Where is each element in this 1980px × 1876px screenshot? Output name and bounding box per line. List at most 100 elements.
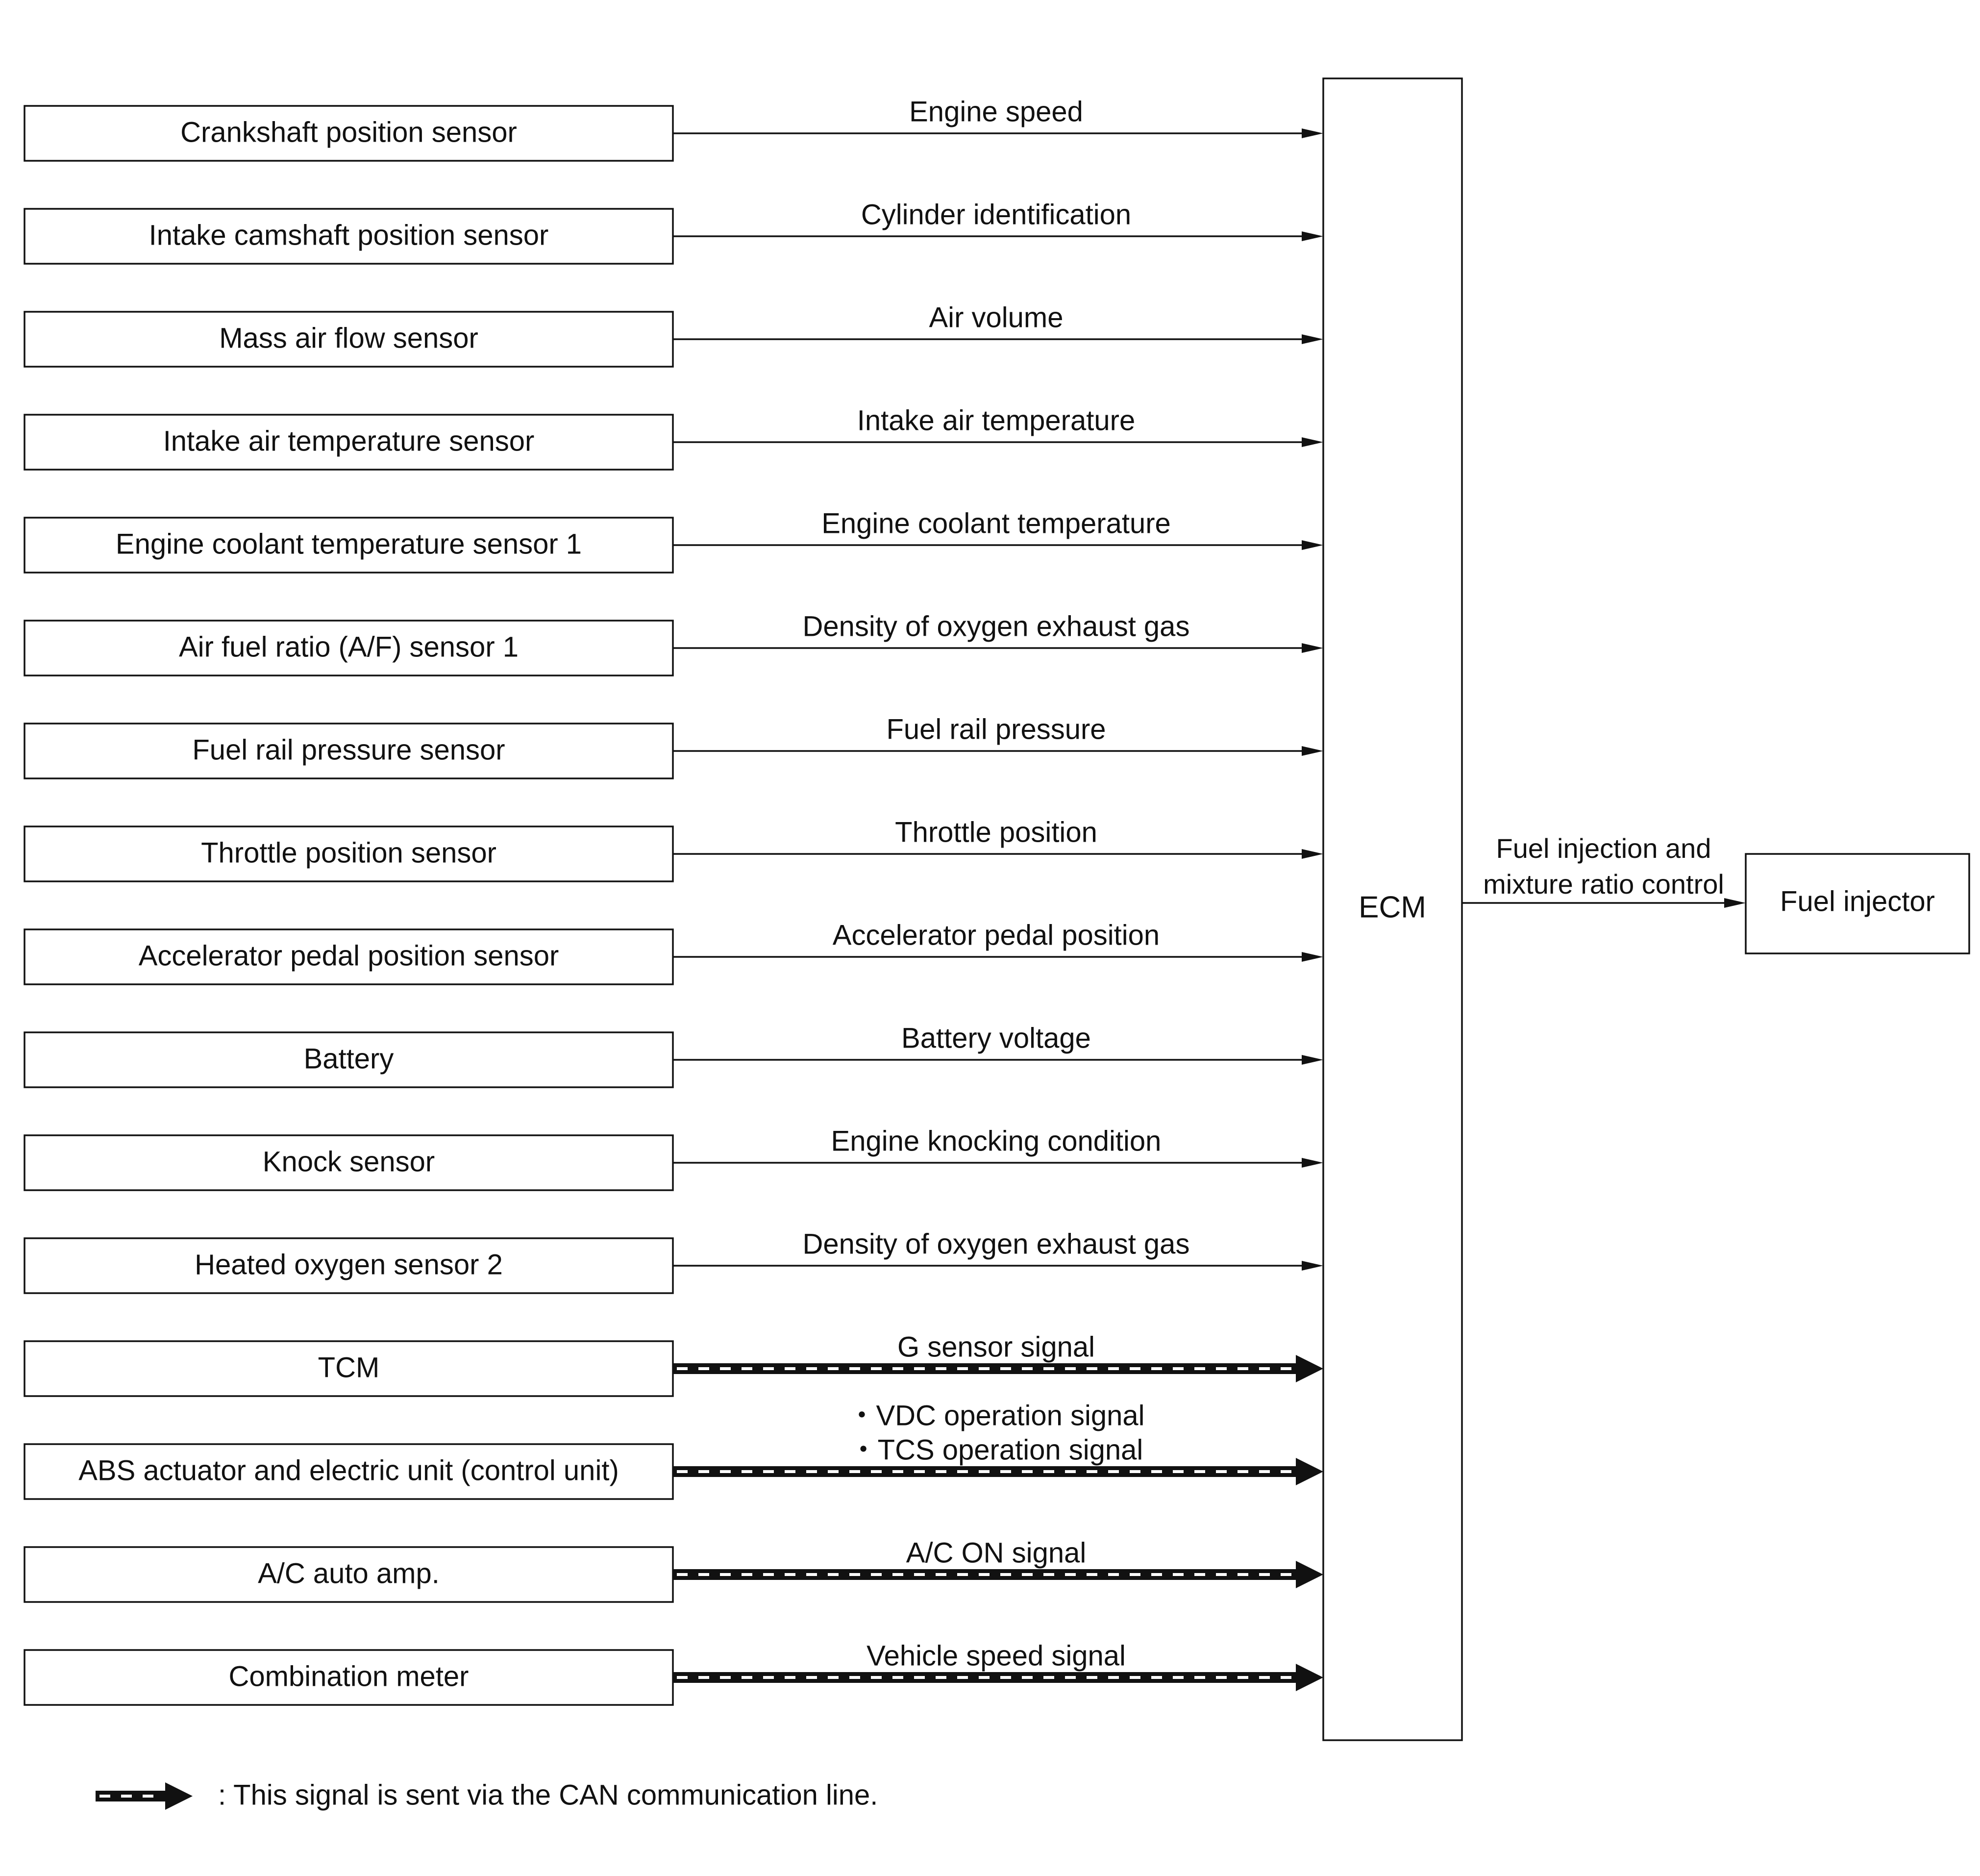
output-signal-label-line1: Fuel injection and [1496, 833, 1711, 864]
signal-arrow-head [1302, 231, 1323, 241]
input-row: Intake air temperature sensor Intake air … [24, 404, 1323, 471]
fuel-injector-output: Fuel injection and mixture ratio control… [1462, 833, 1970, 954]
output-signal-label-line2: mixture ratio control [1483, 869, 1724, 900]
input-row: Combination meter Vehicle speed signal [24, 1640, 1323, 1706]
sensor-label: Intake camshaft position sensor [149, 219, 549, 251]
sensor-box [24, 1443, 674, 1500]
signal-arrow-head [1302, 1261, 1323, 1271]
can-line-legend-arrow [96, 1782, 193, 1810]
sensor-label: Crankshaft position sensor [180, 116, 517, 148]
sensor-box [24, 928, 674, 985]
can-arrow-head [165, 1782, 193, 1810]
input-row: A/C auto amp. A/C ON signal [24, 1537, 1323, 1603]
input-row: Battery Battery voltage [24, 1022, 1323, 1088]
signal-label: ・VDC operation signal [847, 1400, 1144, 1431]
ecm-block: ECM [1322, 77, 1463, 1741]
signal-label: Accelerator pedal position [833, 919, 1160, 951]
sensor-box [24, 1546, 674, 1603]
signal-label: Vehicle speed signal [866, 1640, 1126, 1672]
sensor-label: A/C auto amp. [258, 1557, 440, 1589]
sensor-label: Knock sensor [263, 1146, 435, 1177]
sensor-label: Heated oxygen sensor 2 [195, 1249, 503, 1280]
sensor-box [24, 208, 674, 265]
sensor-box [24, 1031, 674, 1088]
input-row: Throttle position sensor Throttle positio… [24, 816, 1323, 882]
sensor-label: Battery [304, 1043, 394, 1075]
sensor-box [24, 517, 674, 574]
sensor-box [24, 1134, 674, 1191]
sensor-box [24, 1649, 674, 1706]
signal-arrow-head [1302, 746, 1323, 756]
signal-arrow-head [1302, 1158, 1323, 1168]
input-signals: Crankshaft position sensor Engine speedIn… [24, 96, 1323, 1706]
signal-label: Throttle position [895, 816, 1097, 848]
input-row: Accelerator pedal position sensor Acceler… [24, 919, 1323, 985]
sensor-box [24, 1340, 674, 1397]
legend: : This signal is sent via the CAN commun… [96, 1779, 878, 1811]
signal-label: Density of oxygen exhaust gas [803, 1228, 1190, 1260]
signal-label: Battery voltage [901, 1022, 1091, 1054]
sensor-label: Air fuel ratio (A/F) sensor 1 [179, 631, 519, 663]
legend-label: : This signal is sent via the CAN commun… [218, 1779, 878, 1811]
input-row: Engine coolant temperature sensor 1 Engin… [24, 507, 1323, 574]
input-row: TCM G sensor signal [24, 1331, 1323, 1397]
sensor-label: Combination meter [229, 1660, 469, 1692]
signal-arrow-head [1302, 1055, 1323, 1065]
input-row: Knock sensor Engine knocking condition [24, 1125, 1323, 1191]
sensor-box [24, 620, 674, 676]
sensor-label: Mass air flow sensor [219, 322, 478, 354]
input-row: Crankshaft position sensor Engine speed [24, 96, 1323, 162]
can-arrow-head [1296, 1355, 1323, 1382]
signal-arrow-head [1302, 643, 1323, 653]
input-row: ABS actuator and electric unit (control … [24, 1400, 1323, 1500]
sensor-box [24, 311, 674, 368]
signal-label: ・TCS operation signal [849, 1434, 1143, 1466]
can-signal-arrow [673, 1561, 1323, 1588]
sensor-label: Throttle position sensor [201, 837, 496, 869]
signal-label: Engine speed [909, 96, 1083, 127]
legend-can-arrow [96, 1782, 193, 1810]
signal-label: Engine knocking condition [831, 1125, 1162, 1157]
sensor-label: Fuel rail pressure sensor [192, 734, 505, 766]
sensor-label: Engine coolant temperature sensor 1 [116, 528, 582, 560]
signal-label: G sensor signal [897, 1331, 1095, 1363]
can-arrow-head [1296, 1664, 1323, 1691]
input-row: Heated oxygen sensor 2 Density of oxygen … [24, 1228, 1323, 1294]
ecm-label: ECM [1359, 890, 1426, 924]
signal-label: Air volume [929, 301, 1064, 333]
can-arrow-head [1296, 1561, 1323, 1588]
signal-arrow-head [1302, 952, 1323, 962]
sensor-box [24, 723, 674, 779]
sensor-box [24, 105, 674, 162]
sensor-box [24, 1237, 674, 1294]
signal-label: Density of oxygen exhaust gas [803, 610, 1190, 642]
signal-label: Cylinder identification [861, 199, 1131, 230]
signal-arrow-head [1302, 849, 1323, 859]
input-row: Mass air flow sensor Air volume [24, 301, 1323, 368]
can-signal-arrow [673, 1355, 1323, 1382]
input-row: Air fuel ratio (A/F) sensor 1 Density of … [24, 610, 1323, 676]
fuel-injector-label: Fuel injector [1780, 885, 1935, 917]
can-signal-arrow [673, 1458, 1323, 1485]
sensor-label: Accelerator pedal position sensor [139, 940, 559, 972]
input-row: Fuel rail pressure sensor Fuel rail press… [24, 713, 1323, 779]
sensor-box [24, 414, 674, 471]
sensor-label: ABS actuator and electric unit (control … [78, 1454, 619, 1486]
input-row: Intake camshaft position sensor Cylinder … [24, 199, 1323, 265]
output-arrow-head [1724, 898, 1746, 908]
ecm-box [1322, 77, 1463, 1741]
signal-label: A/C ON signal [906, 1537, 1086, 1569]
signal-label: Intake air temperature [857, 404, 1135, 436]
signal-arrow-head [1302, 334, 1323, 344]
signal-arrow-head [1302, 437, 1323, 447]
fuel-injector-box [1745, 853, 1970, 954]
signal-arrow-head [1302, 540, 1323, 550]
sensor-label: TCM [318, 1351, 380, 1383]
sensor-label: Intake air temperature sensor [163, 425, 535, 457]
signal-arrow-head [1302, 128, 1323, 138]
signal-label: Fuel rail pressure [886, 713, 1106, 745]
can-arrow-head [1296, 1458, 1323, 1485]
signal-label: Engine coolant temperature [821, 507, 1171, 539]
can-signal-arrow [673, 1664, 1323, 1691]
